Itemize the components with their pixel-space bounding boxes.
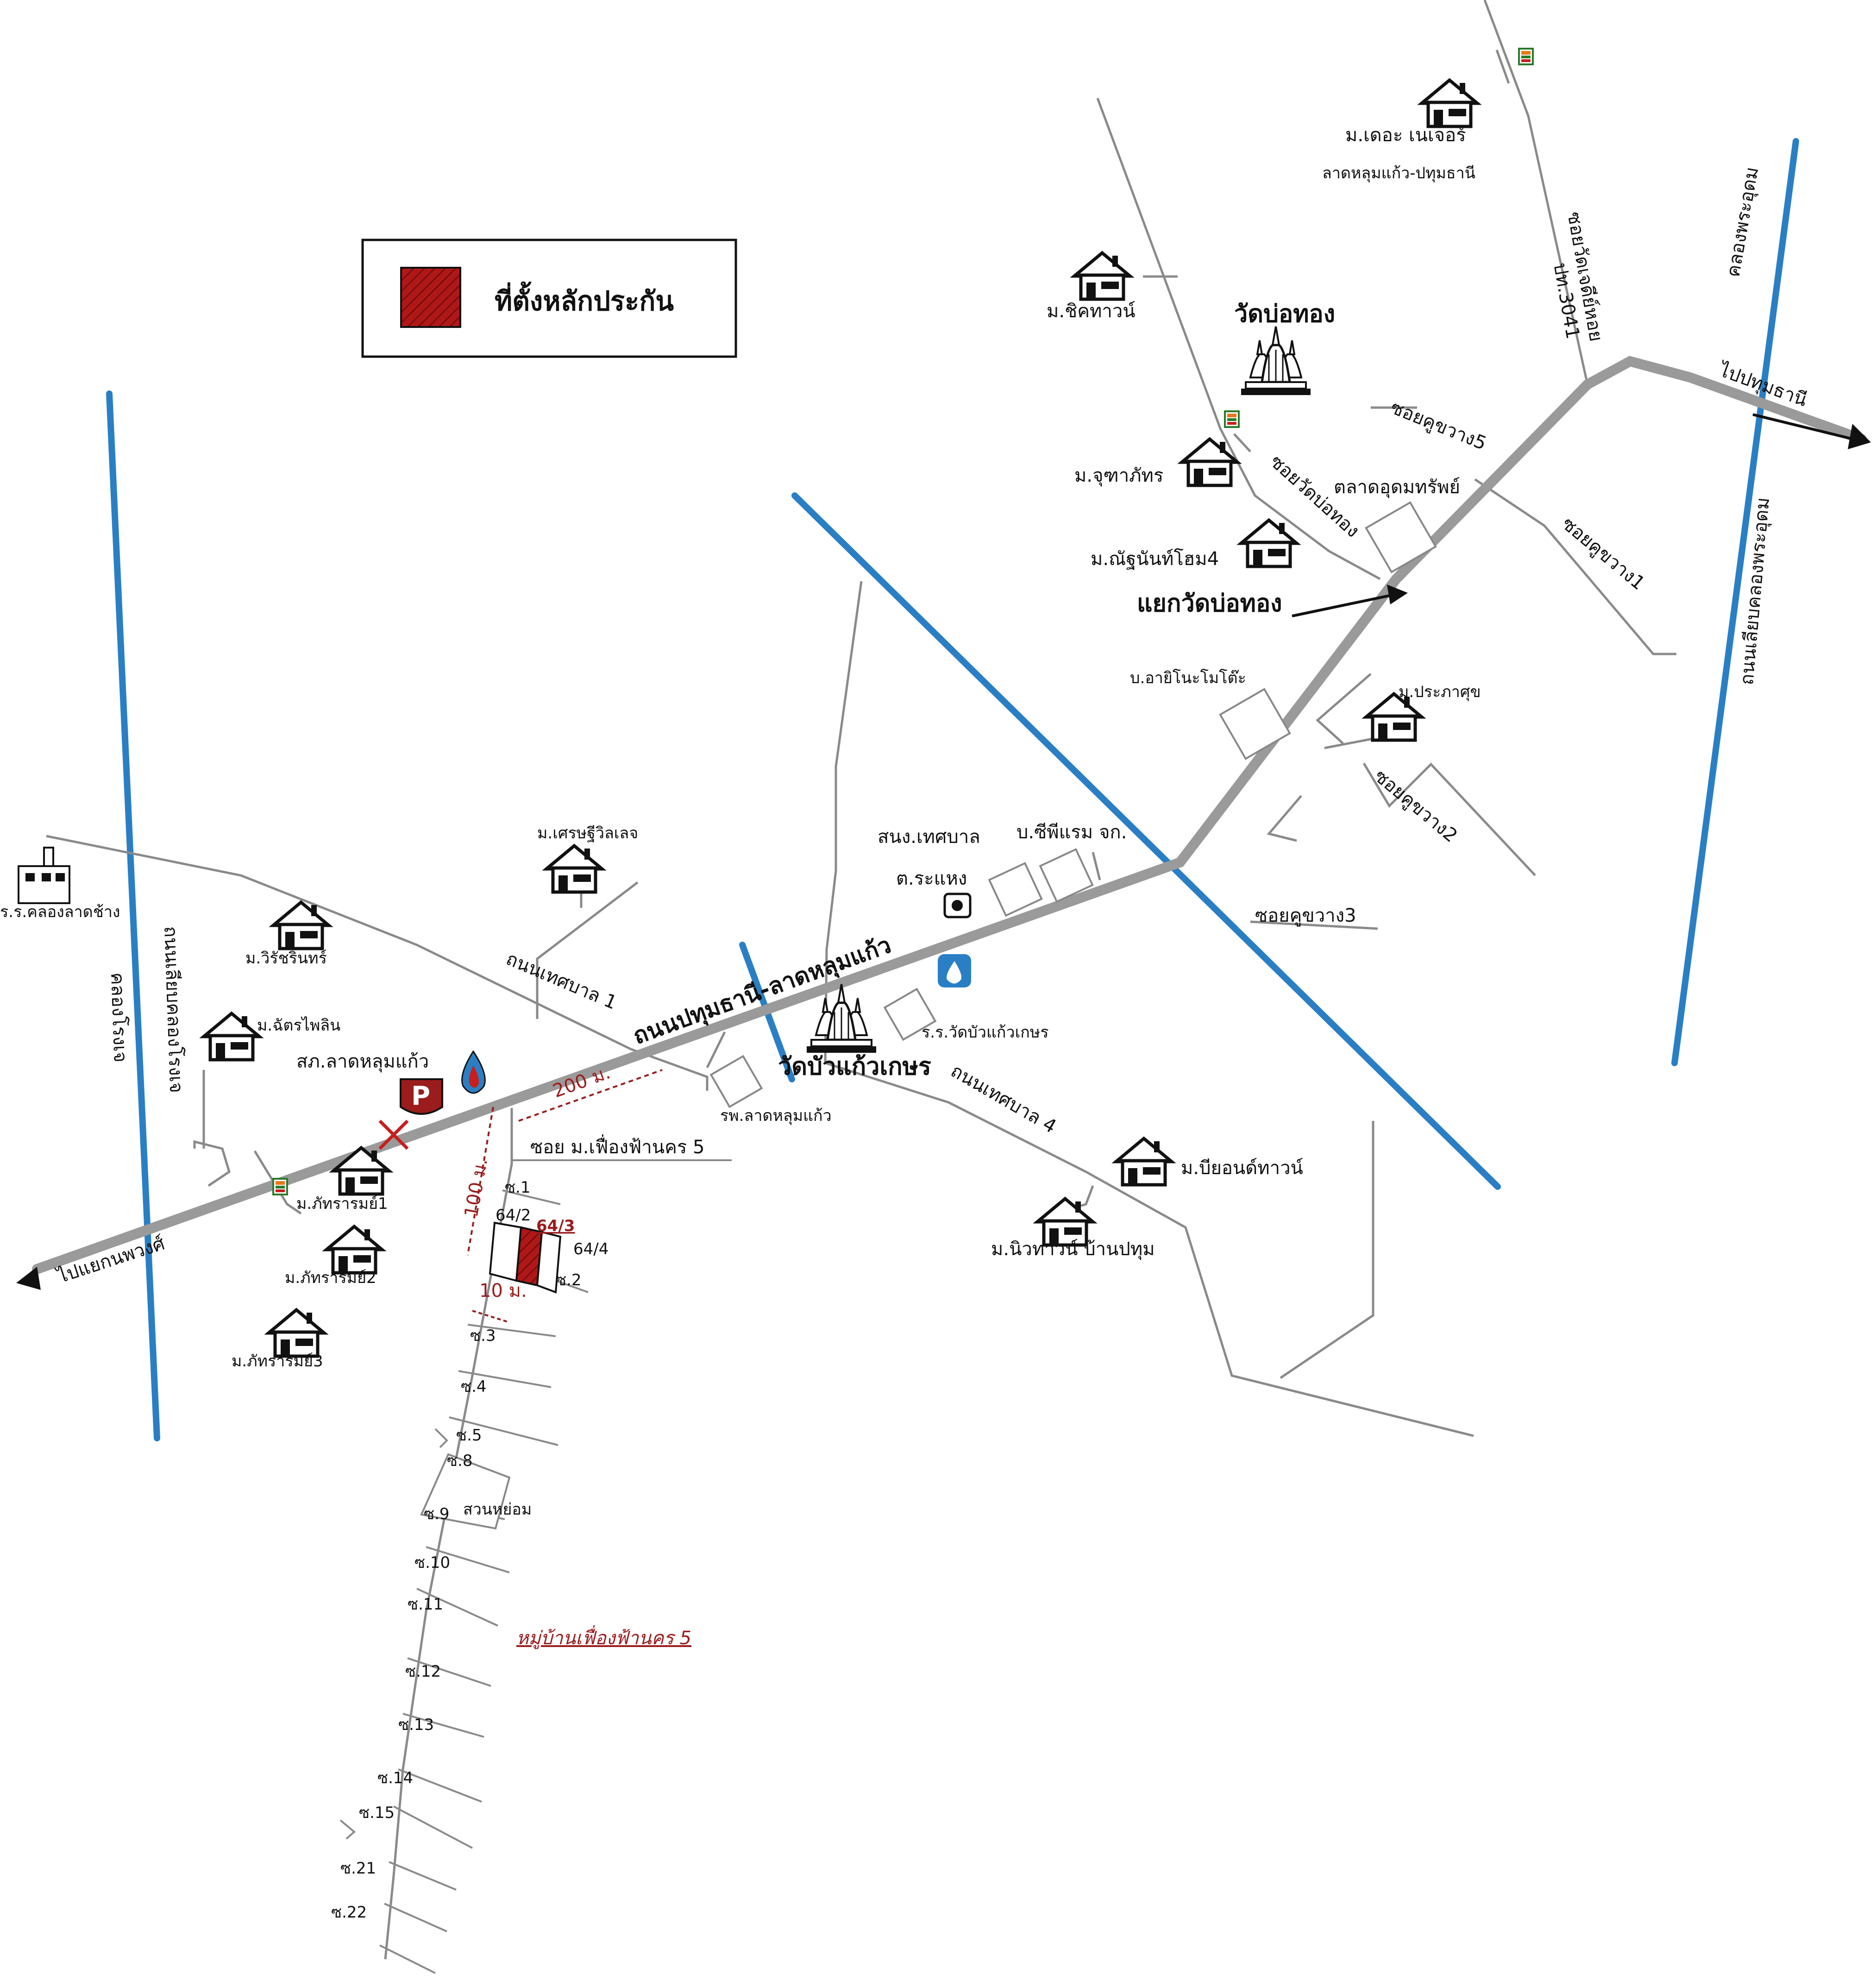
svg-text:P: P <box>411 1081 430 1111</box>
park-plot <box>420 1453 511 1530</box>
new-town-label: ม.นิวทาวน์ บ้านปทุม <box>991 1239 1155 1260</box>
pattharam2-label: ม.ภัทรารมย์2 <box>285 1269 376 1287</box>
legend-swatch <box>400 267 461 328</box>
collateral-plot <box>489 1221 562 1294</box>
junction-arrow <box>1292 594 1392 617</box>
hospital-label: รพ.ลาดหลุมแก้ว <box>720 1107 832 1125</box>
khu-khwang5-label: ซอยคูขวาง5 <box>1387 397 1489 455</box>
legend-label: ที่ตั้งหลักประกัน <box>495 282 674 317</box>
distance-10-label: 10 ม. <box>479 1280 527 1302</box>
beyond-label: ม.บียอนด์ทาวน์ <box>1181 1157 1303 1179</box>
park-label: สวนหย่อม <box>463 1500 532 1519</box>
soi-label: ซ.12 <box>405 1662 441 1681</box>
khu-khwang2-label: ซอยคูขวาง2 <box>1370 765 1462 847</box>
khu-khwang3-label: ซอยคูขวาง3 <box>1255 905 1356 926</box>
soi-label: ซ.4 <box>461 1377 487 1396</box>
seven-eleven-icon <box>1518 48 1534 65</box>
water-drop-icon <box>938 954 971 987</box>
market-label: ตลาดอุดมทรัพย์ <box>1334 477 1460 498</box>
dimension-10 <box>472 1310 510 1323</box>
setthi-label: ม.เศรษฐีวิลเลจ <box>537 824 638 843</box>
canal-diagonal <box>791 492 1501 1190</box>
dimension-200 <box>518 1069 663 1122</box>
the-nature-label: ม.เดอะ เนเจอร์ <box>1345 125 1466 146</box>
school-building-icon <box>18 847 70 904</box>
thesaban4-label: ถนนเทศบาล 4 <box>947 1060 1060 1138</box>
the-nature-sub-label: ลาดหลุมแก้ว-ปทุมธานี <box>1322 164 1475 182</box>
distance-100-label: 100 ม. <box>461 1157 492 1219</box>
chatpailin-label: ม.ฉัตรไพลิน <box>257 1016 340 1035</box>
wat-bo-thong-label: วัดบ่อทอง <box>1234 300 1335 328</box>
soi-label: ซ.3 <box>470 1327 496 1345</box>
pattharam1-label: ม.ภัทรารมย์1 <box>296 1195 388 1213</box>
canal-road-west-label: ถนนเลียบคลองโรงเจ <box>160 926 187 1094</box>
soi-label: ซ.21 <box>340 1859 376 1878</box>
dimension-100 <box>467 1107 494 1256</box>
seven-eleven-icon <box>272 1178 288 1195</box>
secondary-roads <box>46 0 1676 1437</box>
distance-200-label: 200 ม. <box>550 1062 613 1102</box>
soi-label: ซ.9 <box>424 1505 450 1523</box>
soi-label: ซ.13 <box>398 1716 434 1734</box>
office-label: สนง.เทศบาล <box>878 826 980 848</box>
village-label: หมู่บ้านเฟื่องฟ้านคร 5 <box>516 1625 691 1649</box>
gas-drop-icon <box>461 1050 486 1094</box>
cp-label: บ.ซีพีแรม จก. <box>1016 822 1127 843</box>
school-khlong-label: ร.ร.คลองลาดช้าง <box>0 903 120 921</box>
clock-icon <box>943 893 972 918</box>
soi-label: ซ.22 <box>331 1903 367 1922</box>
canal-road-east-label: ถนนเลียบคลองพระอุดม <box>1736 497 1774 686</box>
thesaban1-label: ถนนเทศบาล 1 <box>503 948 620 1014</box>
plot-642-label: 64/2 <box>496 1206 531 1225</box>
village-roads <box>339 1108 732 1974</box>
nanthan-label: ม.ณัฐนันท์โฮม4 <box>1091 548 1219 570</box>
canal-east-label: คลองพระอุดม <box>1723 165 1763 279</box>
pattharam3-label: ม.ภัทรารมย์3 <box>232 1352 323 1371</box>
police-p-icon: P <box>400 1078 443 1115</box>
canal-west-label: คลองโรงเจ <box>107 972 131 1063</box>
junction-label: แยกวัดบ่อทอง <box>1137 590 1282 617</box>
seven-eleven-icon <box>1224 410 1240 428</box>
jutha-label: ม.จุฑาภัทร <box>1074 465 1163 487</box>
railway-crossing-icon <box>378 1119 409 1150</box>
soi-label: ซ.5 <box>456 1426 482 1445</box>
ajinomoto-label: บ.อายิโนะโมโต๊ะ <box>1130 669 1246 687</box>
prapasuk-label: ม.ประภาศุข <box>1399 683 1481 701</box>
police-label: สภ.ลาดหลุมแก้ว <box>296 1051 429 1073</box>
wirin-label: ม.วิรัชรินทร์ <box>245 949 327 968</box>
chic-town-label: ม.ชิคทาวน์ <box>1047 301 1136 322</box>
soi-pheuang-label: ซอย ม.เฟื่องฟ้านคร 5 <box>530 1134 704 1158</box>
soi-label: ซ.11 <box>408 1595 443 1614</box>
arrow-west <box>16 1267 41 1290</box>
building-plots <box>709 501 1437 1108</box>
arrow-east <box>1848 424 1871 449</box>
wat-bua-label: วัดบัวแก้วเกษร <box>778 1053 931 1081</box>
soi-label: ซ.10 <box>414 1553 450 1572</box>
soi-label: ซ.8 <box>447 1452 473 1470</box>
khu-khwang1-label: ซอยคูขวาง1 <box>1558 513 1649 594</box>
main-road <box>32 356 1867 1274</box>
canal-east <box>1671 138 1799 1066</box>
soi-label: ซ.15 <box>359 1804 395 1822</box>
plot-643-label: 64/3 <box>536 1217 575 1235</box>
legend-box: ที่ตั้งหลักประกัน <box>361 239 737 358</box>
school-wat-bua-label: ร.ร.วัดบัวแก้วเกษร <box>922 1023 1048 1042</box>
plot-644-label: 64/4 <box>573 1240 609 1258</box>
soi-label: ซ.1 <box>505 1178 531 1197</box>
temple-bo-thong-icon <box>1241 327 1311 395</box>
soi-label: ซ.2 <box>556 1271 582 1289</box>
ra-haeng-label: ต.ระแหง <box>896 868 967 889</box>
soi-label: ซ.14 <box>377 1769 413 1787</box>
canal-west <box>106 390 160 1441</box>
